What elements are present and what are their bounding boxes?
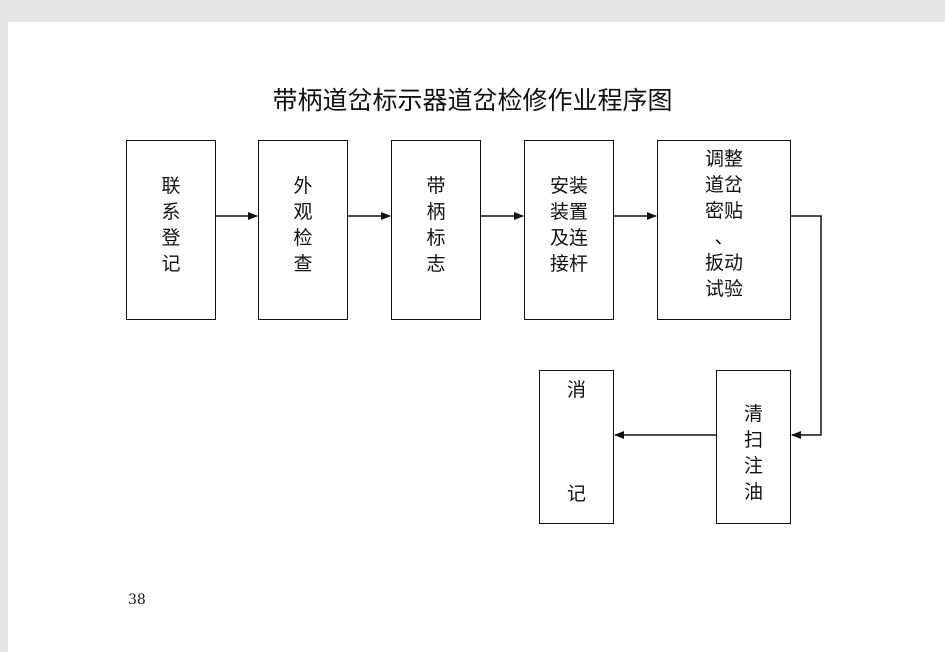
step-text: 外 (293, 175, 313, 197)
step-text: 登 (161, 227, 181, 249)
step-box-daibing-biaozhi: 带 柄 标 志 (391, 140, 481, 320)
step-text: 带 (426, 175, 446, 197)
step-text: 扳动 (704, 252, 743, 274)
step-box-xiaoji: 消 记 (539, 370, 614, 524)
step-box-anzhuang: 安装 装置 及连 接杆 (524, 140, 614, 320)
step-text: 接杆 (549, 253, 588, 275)
step-text: 试验 (704, 278, 743, 300)
step-text: 联 (161, 175, 181, 197)
step-text: 系 (161, 201, 181, 223)
page-number: 38 (128, 592, 146, 608)
step-text: 记 (161, 253, 181, 275)
step-text: 记 (566, 483, 586, 505)
step-text: 柄 (426, 201, 446, 223)
step-text: 清 (743, 403, 763, 425)
step-text: 观 (293, 201, 313, 223)
step-text: 装置 (549, 201, 588, 223)
diagram-title: 带柄道岔标示器道岔检修作业程序图 (272, 86, 673, 115)
step-text: 油 (743, 481, 763, 503)
step-text: 检 (293, 227, 313, 249)
step-text: 消 (566, 379, 586, 401)
document-page (8, 22, 945, 652)
step-text: 道岔 (704, 174, 743, 196)
step-text: 注 (743, 455, 763, 477)
step-text: 密贴 (704, 200, 743, 222)
step-text: 、 (714, 226, 734, 248)
step-box-tiaozheng: 调整 道岔 密贴 、 扳动 试验 (657, 140, 791, 320)
step-box-qingsao-zhuyou: 清 扫 注 油 (716, 370, 791, 524)
step-text: 安装 (549, 175, 588, 197)
step-text: 标 (426, 227, 446, 249)
step-text: 及连 (549, 227, 588, 249)
step-box-waiguan-jiancha: 外 观 检 查 (258, 140, 348, 320)
step-box-lianxi-dengji: 联 系 登 记 (126, 140, 216, 320)
step-text: 调整 (704, 148, 743, 170)
arrow-5-to-6 (791, 215, 822, 439)
step-text: 扫 (743, 429, 763, 451)
step-text: 查 (293, 253, 313, 275)
step-text: 志 (426, 253, 446, 275)
